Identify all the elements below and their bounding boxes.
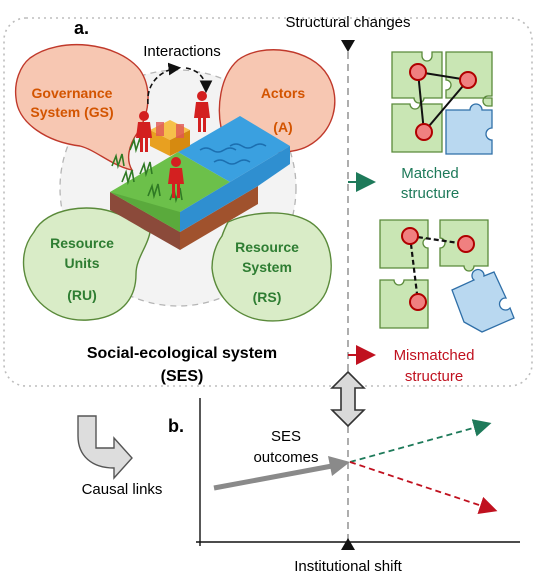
panel-a-label: a. xyxy=(74,18,89,38)
person-icon xyxy=(136,111,152,152)
causal-arrow-icon xyxy=(77,415,133,480)
puzzle-piece-icon xyxy=(451,268,515,333)
trend-arrowhead xyxy=(328,456,350,476)
panel-a-frame xyxy=(3,17,533,387)
trend-line xyxy=(213,463,333,491)
mismatched-trajectory xyxy=(349,461,498,514)
node xyxy=(459,71,477,89)
mismatched-label-line1: Mismatched xyxy=(394,347,475,364)
panel-b-label: b. xyxy=(168,416,184,436)
puzzle-piece-icon xyxy=(445,103,493,155)
ses-title: Social-ecological system xyxy=(87,345,277,362)
matched-label-line2: structure xyxy=(401,185,459,202)
resource-system-line2: System xyxy=(242,259,292,275)
node xyxy=(415,123,433,141)
matched-trajectory xyxy=(349,419,492,463)
governance-system-bubble: Governance System (GS) xyxy=(14,43,149,171)
puzzle-piece-icon xyxy=(379,219,429,269)
governance-label-line1: Governance xyxy=(32,85,113,101)
person-icon xyxy=(168,157,184,198)
node xyxy=(401,227,419,245)
matched-label-line1: Matched xyxy=(401,165,459,182)
structural-changes-label: Structural changes xyxy=(285,14,410,31)
resource-units-bubble: Resource Units (RU) xyxy=(22,207,151,321)
actors-label-line2: (A) xyxy=(273,119,292,135)
resource-system-line3: (RS) xyxy=(253,289,282,305)
mismatched-puzzle xyxy=(379,219,515,333)
node xyxy=(409,63,427,81)
resource-units-line2: Units xyxy=(65,255,100,271)
interaction-arrow-left xyxy=(147,62,182,105)
ses-outcomes-line2: outcomes xyxy=(253,449,318,466)
triangle-marker-icon xyxy=(341,40,355,52)
mismatched-label-line2: structure xyxy=(405,368,463,385)
actors-label-line1: Actors xyxy=(261,85,306,101)
ses-landscape-icon xyxy=(110,116,290,250)
resource-system-bubble: Resource System (RS) xyxy=(211,212,332,322)
node xyxy=(457,235,475,253)
governance-label-line2: System (GS) xyxy=(30,104,113,120)
interaction-arrow-right xyxy=(185,67,213,94)
interactions-label: Interactions xyxy=(143,43,221,60)
resource-units-line3: (RU) xyxy=(67,287,97,303)
resource-units-line1: Resource xyxy=(50,235,114,251)
node xyxy=(409,293,427,311)
matched-puzzle xyxy=(391,51,493,155)
institutional-shift-label: Institutional shift xyxy=(294,558,402,575)
ses-outcomes-line1: SES xyxy=(271,428,301,445)
resource-system-line1: Resource xyxy=(235,239,299,255)
causal-links-label: Causal links xyxy=(82,481,163,498)
person-icon xyxy=(194,91,210,132)
ses-abbrev: (SES) xyxy=(161,368,204,385)
triangle-marker-icon xyxy=(341,538,355,550)
bidirectional-arrow-icon xyxy=(330,370,366,428)
